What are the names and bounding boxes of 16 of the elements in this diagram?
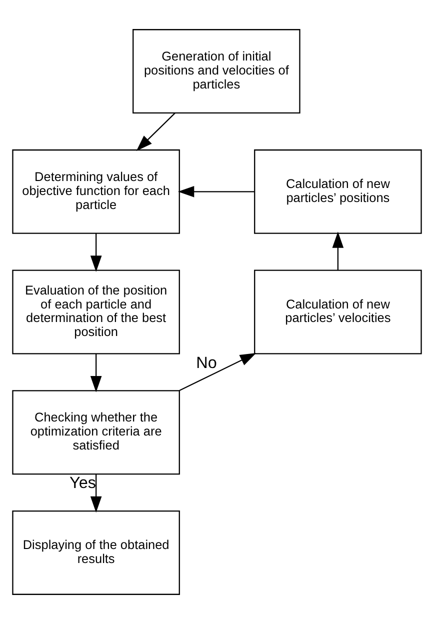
arrow	[178, 186, 254, 198]
arrow	[179, 353, 256, 392]
node-box: Determining values of objective function for each particle	[12, 149, 180, 234]
arrow	[332, 232, 344, 270]
node-box: Calculation of new particles’ positions	[254, 149, 422, 234]
node-box: Checking whether the optimization criteria are satisfied	[12, 390, 180, 475]
arrow	[90, 233, 102, 272]
arrow	[90, 474, 102, 513]
node-box: Generation of initial positions and velocities of particles	[132, 29, 300, 114]
edge-label: No	[196, 354, 217, 372]
arrow	[90, 354, 102, 392]
node-box: Calculation of new particles’ velocities	[254, 270, 422, 354]
edge-label: Yes	[70, 474, 96, 492]
node-box: Evaluation of the position of each particle and determination of the best position	[12, 270, 180, 354]
node-box: Displaying of the obtained results	[12, 510, 180, 595]
arrow	[136, 112, 176, 151]
